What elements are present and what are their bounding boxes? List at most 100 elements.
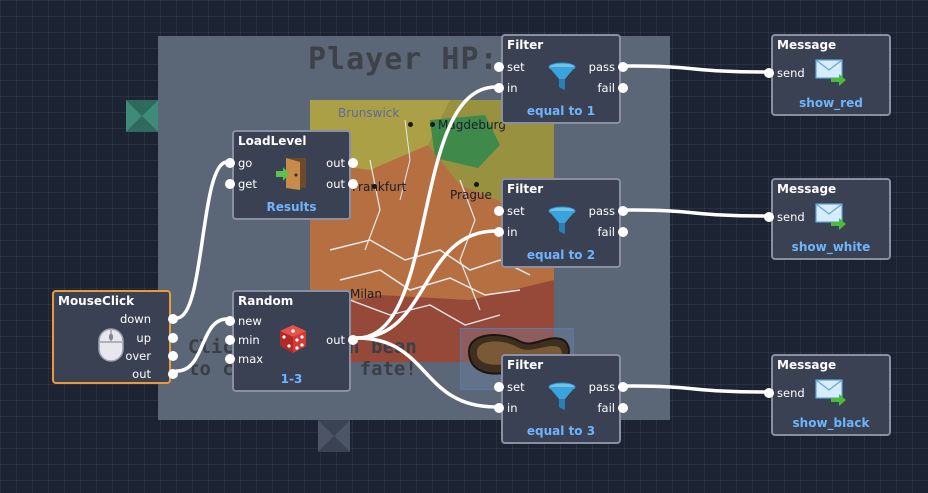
- port-label: out: [326, 156, 345, 170]
- node-title: Message: [777, 182, 837, 196]
- port-label: over: [125, 349, 151, 363]
- node-title: Filter: [507, 38, 544, 52]
- port-label: max: [238, 352, 264, 366]
- node-title: LoadLevel: [238, 134, 307, 148]
- input-pin-new[interactable]: [225, 316, 235, 326]
- output-pin-pass[interactable]: [618, 62, 628, 72]
- node-title: Filter: [507, 182, 544, 196]
- random-node[interactable]: Random new min max out 1-3: [225, 290, 358, 392]
- node-caption: 1-3: [280, 372, 303, 386]
- envelope-icon: [815, 59, 846, 86]
- funnel-icon: [548, 382, 576, 410]
- output-pin-pass[interactable]: [618, 206, 628, 216]
- port-label: down: [119, 312, 151, 326]
- port-label: new: [238, 314, 262, 328]
- node-caption: show_white: [791, 240, 871, 254]
- map-label: Prague: [450, 188, 492, 202]
- city-dot: [372, 184, 377, 189]
- node-caption: equal to 1: [526, 104, 596, 118]
- output-pin-fail[interactable]: [618, 403, 628, 413]
- wire: [355, 336, 498, 409]
- output-pin-out[interactable]: [348, 179, 358, 189]
- mouseclick-node[interactable]: MouseClick down up over out: [52, 290, 178, 384]
- port-label: set: [507, 204, 525, 218]
- map-label: Frankfurt: [352, 180, 407, 194]
- anchor-marker[interactable]: [318, 420, 350, 452]
- wire: [625, 64, 767, 74]
- port-label: fail: [597, 225, 616, 239]
- port-label: out: [326, 177, 345, 191]
- filter-node-1[interactable]: Filter set in pass fail equal to 1: [494, 34, 628, 124]
- output-pin-out[interactable]: [168, 369, 178, 379]
- dice-icon: [280, 325, 306, 353]
- output-pin-fail[interactable]: [618, 227, 628, 237]
- node-caption: Results: [266, 200, 317, 214]
- output-pin-over[interactable]: [168, 351, 178, 361]
- port-label: send: [777, 386, 805, 400]
- output-pin-pass[interactable]: [618, 382, 628, 392]
- node-caption: show_black: [792, 416, 870, 430]
- envelope-icon: [815, 203, 846, 230]
- port-label: set: [507, 60, 525, 74]
- port-label: in: [507, 401, 518, 415]
- loadlevel-node[interactable]: LoadLevel go get out out Results: [225, 130, 358, 220]
- wire: [625, 208, 767, 218]
- map-label: Brunswick: [338, 106, 400, 120]
- message-node-3[interactable]: Message send show_black: [764, 354, 891, 436]
- wire: [355, 85, 498, 340]
- port-label: in: [507, 81, 518, 95]
- port-label: go: [238, 156, 253, 170]
- input-pin-send[interactable]: [764, 68, 774, 78]
- funnel-icon: [548, 62, 576, 90]
- node-caption: show_red: [799, 96, 863, 110]
- node-caption: equal to 2: [526, 248, 596, 262]
- input-pin-min[interactable]: [225, 335, 235, 345]
- port-label: pass: [588, 60, 615, 74]
- input-pin-send[interactable]: [764, 212, 774, 222]
- input-pin-set[interactable]: [494, 62, 504, 72]
- wire: [355, 229, 498, 340]
- wire: [625, 384, 767, 394]
- door-icon: [276, 158, 306, 190]
- port-label: up: [136, 331, 151, 345]
- input-pin-in[interactable]: [494, 403, 504, 413]
- input-pin-go[interactable]: [225, 158, 235, 168]
- input-pin-set[interactable]: [494, 382, 504, 392]
- port-label: get: [238, 177, 257, 191]
- node-title: Random: [238, 294, 294, 308]
- port-label: fail: [597, 401, 616, 415]
- input-pin-get[interactable]: [225, 179, 235, 189]
- output-pin-up[interactable]: [168, 333, 178, 343]
- node-title: MouseClick: [58, 294, 135, 308]
- port-label: in: [507, 225, 518, 239]
- port-label: pass: [588, 204, 615, 218]
- port-label: out: [326, 333, 345, 347]
- input-pin-in[interactable]: [494, 83, 504, 93]
- city-dot: [474, 182, 479, 187]
- node-title: Filter: [507, 358, 544, 372]
- input-pin-set[interactable]: [494, 206, 504, 216]
- port-label: fail: [597, 81, 616, 95]
- wire: [175, 317, 229, 373]
- port-label: send: [777, 210, 805, 224]
- node-title: Message: [777, 358, 837, 372]
- output-pin-down[interactable]: [168, 314, 178, 324]
- anchor-marker[interactable]: [126, 100, 158, 132]
- wire: [175, 160, 229, 320]
- message-node-1[interactable]: Message send show_red: [764, 34, 891, 116]
- envelope-icon: [815, 379, 846, 406]
- filter-node-2[interactable]: Filter set in pass fail equal to 2: [494, 178, 628, 268]
- port-label: set: [507, 380, 525, 394]
- filter-node-3[interactable]: Filter set in pass fail equal to 3: [494, 354, 628, 444]
- port-label: out: [132, 367, 151, 381]
- port-label: min: [238, 333, 260, 347]
- output-pin-out[interactable]: [348, 335, 358, 345]
- output-pin-out[interactable]: [348, 158, 358, 168]
- map-label: Milan: [350, 287, 382, 301]
- input-pin-in[interactable]: [494, 227, 504, 237]
- message-node-2[interactable]: Message send show_white: [764, 178, 891, 260]
- input-pin-max[interactable]: [225, 354, 235, 364]
- output-pin-fail[interactable]: [618, 83, 628, 93]
- input-pin-send[interactable]: [764, 388, 774, 398]
